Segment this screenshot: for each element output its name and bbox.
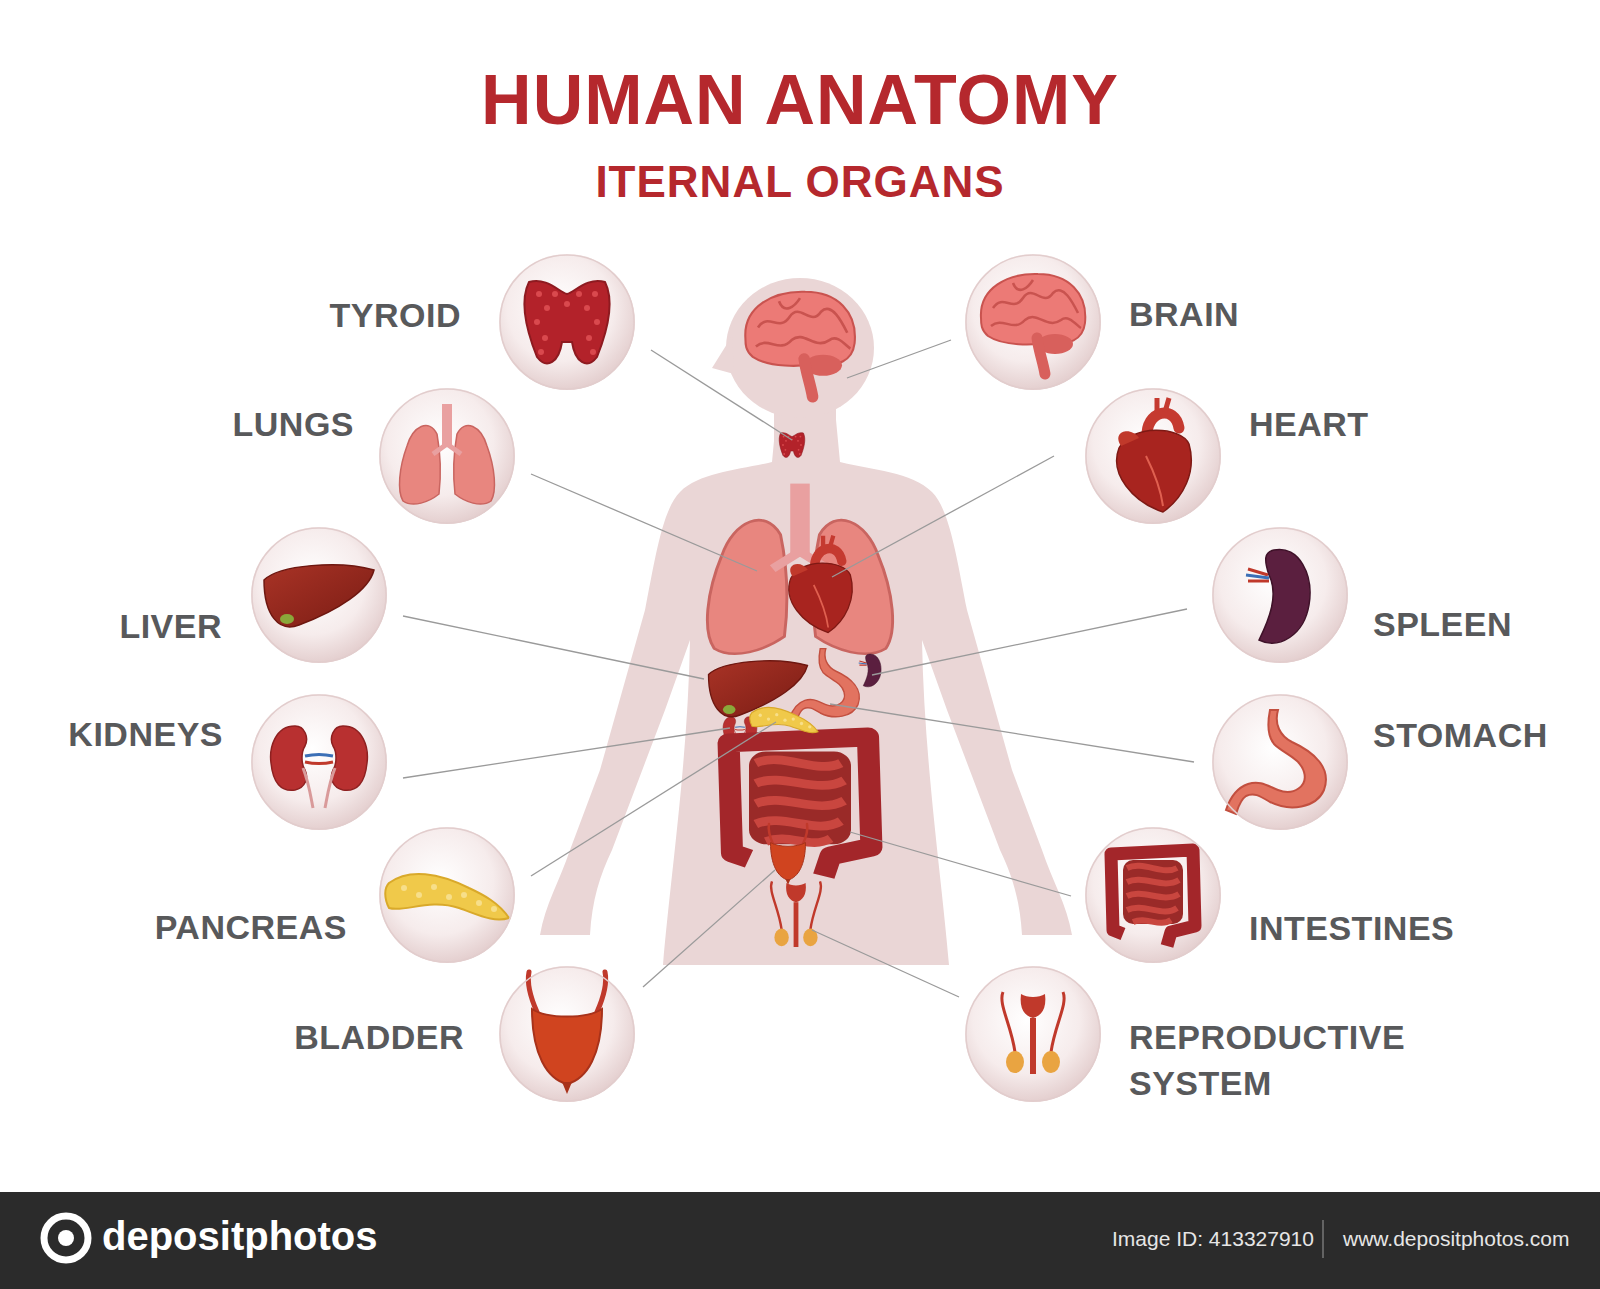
organ-circle: BLADDER — [499, 966, 635, 1102]
circle-outline — [251, 694, 387, 830]
circle-outline — [251, 527, 387, 663]
circle-outline — [499, 966, 635, 1102]
organ-circle: LUNGS — [379, 388, 515, 524]
watermark-text: Image ID: 413327910 — [1112, 1227, 1314, 1251]
organ-circle: TYROID — [499, 254, 635, 390]
organ-circle: INTESTINES — [1085, 827, 1221, 963]
organ-label: LUNGS — [233, 402, 355, 448]
organ-label: BRAIN — [1129, 292, 1239, 338]
organ-label: REPRODUCTIVE SYSTEM — [1129, 1015, 1429, 1107]
label-box: KIDNEYS — [68, 712, 223, 758]
label-box: LUNGS — [233, 402, 355, 448]
organ-label: TYROID — [330, 293, 461, 339]
organ-label: STOMACH — [1373, 713, 1548, 759]
circle-outline — [1212, 527, 1348, 663]
organ-circle: HEART — [1085, 388, 1221, 524]
organ-label: HEART — [1249, 402, 1369, 448]
organ-label: BLADDER — [294, 1015, 464, 1061]
organ-circle: PANCREAS — [379, 827, 515, 963]
circle-outline — [1212, 694, 1348, 830]
leader-lines — [403, 340, 1194, 997]
circle-outline — [1085, 388, 1221, 524]
subtitle: ITERNAL ORGANS — [595, 157, 1004, 207]
circle-outline — [965, 966, 1101, 1102]
label-box: STOMACH — [1373, 713, 1548, 759]
organ-circle-grounds — [251, 254, 1348, 1102]
body-organs — [707, 292, 892, 947]
organ-circle: BRAIN — [965, 254, 1101, 390]
label-box: SPLEEN — [1373, 602, 1512, 648]
label-box: REPRODUCTIVE SYSTEM — [1129, 1015, 1429, 1107]
watermark-text: www.depositphotos.com — [1343, 1227, 1569, 1251]
label-box: INTESTINES — [1249, 906, 1454, 952]
label-box: BLADDER — [294, 1015, 464, 1061]
organ-circle: LIVER — [251, 527, 387, 663]
label-box: LIVER — [119, 604, 222, 650]
circle-outline — [499, 254, 635, 390]
organ-label: SPLEEN — [1373, 602, 1512, 648]
organ-circle: SPLEEN — [1212, 527, 1348, 663]
organ-label: LIVER — [119, 604, 222, 650]
label-box: TYROID — [330, 293, 461, 339]
organ-label: KIDNEYS — [68, 712, 223, 758]
label-box: HEART — [1249, 402, 1369, 448]
organ-circle: REPRODUCTIVE SYSTEM — [965, 966, 1101, 1102]
label-box: BRAIN — [1129, 292, 1239, 338]
circle-outline — [965, 254, 1101, 390]
organ-label: PANCREAS — [155, 905, 347, 951]
circle-outline — [1085, 827, 1221, 963]
organ-label: INTESTINES — [1249, 906, 1454, 952]
watermark-text: depositphotos — [102, 1214, 378, 1259]
footer-bar — [0, 1192, 1600, 1289]
organ-icons — [264, 274, 1326, 1094]
organ-circle: KIDNEYS — [251, 694, 387, 830]
organ-circle: STOMACH — [1212, 694, 1348, 830]
body-silhouette — [540, 278, 1072, 965]
label-box: PANCREAS — [155, 905, 347, 951]
circle-outline — [379, 827, 515, 963]
circle-outline — [379, 388, 515, 524]
title: HUMAN ANATOMY — [481, 60, 1119, 140]
